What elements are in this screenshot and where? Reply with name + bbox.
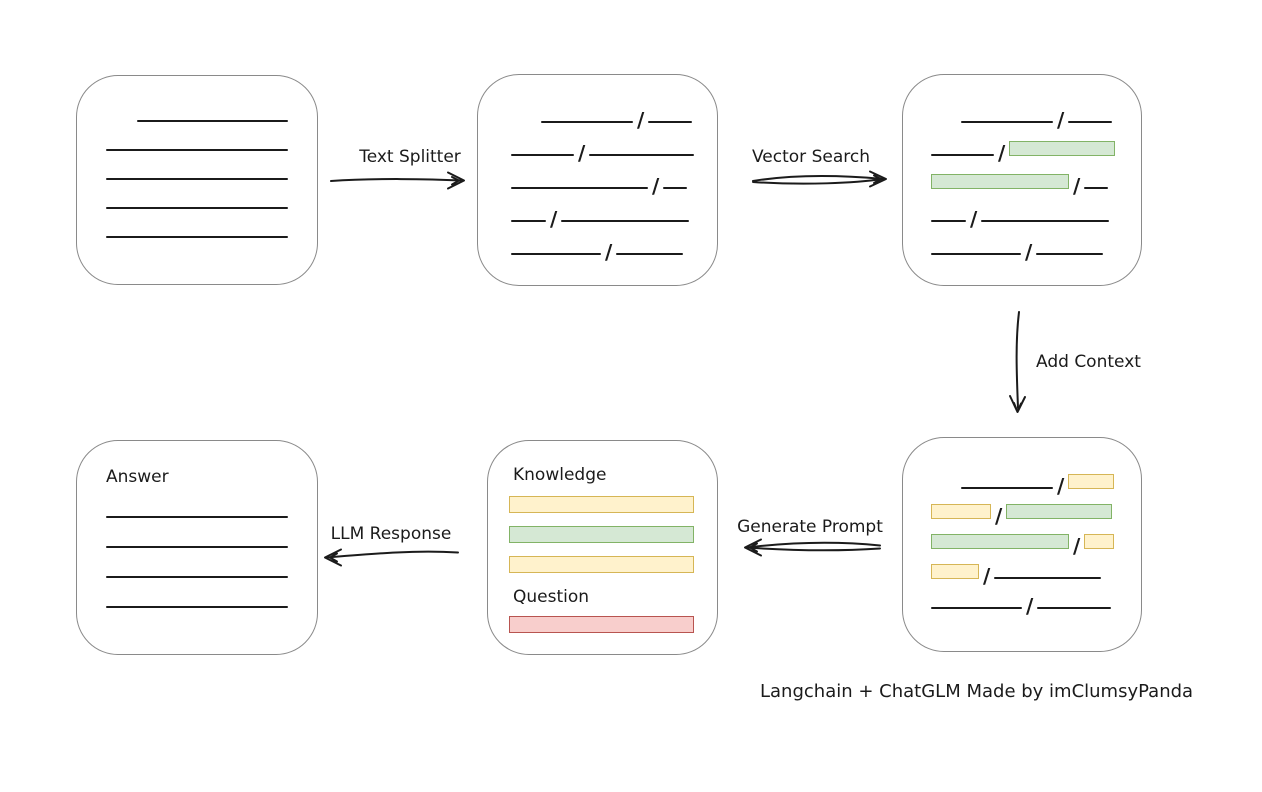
chunk-separator-slash: /: [1057, 108, 1065, 132]
chunk-separator-slash: /: [550, 207, 558, 231]
text-chunk-line: [616, 253, 684, 255]
chunk-separator-slash: /: [605, 240, 613, 264]
answer-lines: [77, 441, 317, 608]
add-context-arrow: [1015, 311, 1020, 409]
chunk-separator-slash: /: [1073, 174, 1081, 198]
chunk-highlight-yellow: [931, 504, 991, 519]
chunk-highlight-green: [931, 174, 1069, 189]
chunk-separator-slash: /: [1057, 474, 1065, 498]
prompt-source-box: / / / / /: [902, 437, 1142, 652]
text-chunk-line: [931, 607, 1022, 609]
vector-search-label: Vector Search: [752, 147, 870, 167]
text-chunk-line: [1068, 121, 1113, 123]
chunk-separator-slash: /: [637, 108, 645, 132]
text-chunk-line: [541, 121, 633, 123]
text-line: [106, 178, 288, 180]
chunk-highlight-yellow: [931, 564, 979, 579]
text-splitter-label: Text Splitter: [359, 147, 461, 167]
green-bar: [509, 526, 694, 543]
yellow-bar: [509, 556, 694, 573]
chunk-highlight-green: [1006, 504, 1113, 519]
chunk-separator-slash: /: [995, 504, 1003, 528]
add-context-label: Add Context: [1036, 352, 1141, 372]
text-line: [106, 236, 288, 238]
vector-search-arrowhead-icon: [869, 170, 887, 188]
text-chunk-line: [663, 187, 688, 189]
credit-caption: Langchain + ChatGLM Made by imClumsyPand…: [760, 681, 1194, 702]
yellow-bar: [509, 496, 694, 513]
chunk-separator-slash: /: [983, 564, 991, 588]
knowledge-bars: [509, 496, 694, 573]
chunk-separator-slash: /: [1026, 594, 1034, 618]
text-line: [106, 576, 288, 578]
text-chunk-line: [511, 154, 574, 156]
text-chunk-line: [648, 121, 693, 123]
text-chunk-line: [589, 154, 695, 156]
text-chunk-line: [1084, 187, 1109, 189]
chunk-highlight-green: [1009, 141, 1116, 156]
text-chunk-line: [961, 121, 1053, 123]
generate-prompt-label: Generate Prompt: [737, 517, 883, 537]
chunk-highlight-yellow: [1068, 474, 1115, 489]
answer-label: Answer: [106, 467, 169, 487]
llm-response-arrow: [326, 550, 459, 559]
text-chunk-line: [931, 154, 994, 156]
text-chunk-line: [511, 187, 648, 189]
prompt-box: Knowledge Question: [487, 440, 718, 655]
chunk-separator-slash: /: [970, 207, 978, 231]
knowledge-label: Knowledge: [513, 465, 607, 485]
chunk-separator-slash: /: [1025, 240, 1033, 264]
chunk-separator-slash: /: [998, 141, 1006, 165]
vector-result-box: / / / / /: [902, 74, 1142, 286]
prompt-source-rows: / / / / /: [903, 438, 1141, 616]
add-context-arrowhead-icon: [1009, 395, 1026, 413]
text-chunk-line: [1036, 253, 1104, 255]
text-splitter-arrowhead-icon: [447, 171, 465, 190]
generate-prompt-arrow: [746, 541, 881, 552]
text-line: [106, 207, 288, 209]
text-chunk-line: [561, 220, 690, 222]
text-chunk-line: [1037, 607, 1112, 609]
llm-response-arrowhead-icon: [324, 548, 342, 567]
document-box: [76, 75, 318, 285]
chunk-highlight-green: [931, 534, 1069, 549]
vector-result-rows: / / / / /: [903, 75, 1141, 262]
document-lines: [77, 76, 317, 238]
chunk-separator-slash: /: [652, 174, 660, 198]
text-splitter-arrow: [330, 178, 462, 182]
llm-response-label: LLM Response: [330, 524, 452, 544]
question-label: Question: [513, 587, 590, 607]
text-line: [137, 120, 288, 122]
chunk-separator-slash: /: [1073, 534, 1081, 558]
text-chunk-line: [511, 220, 546, 222]
text-line: [106, 516, 288, 518]
text-line: [106, 149, 288, 151]
chunk-highlight-yellow: [1084, 534, 1115, 549]
text-chunk-line: [994, 577, 1102, 579]
text-chunk-line: [931, 220, 966, 222]
answer-box: Answer: [76, 440, 318, 655]
text-chunk-line: [981, 220, 1110, 222]
text-line: [106, 546, 288, 548]
chunk-separator-slash: /: [578, 141, 586, 165]
red-bar: [509, 616, 694, 633]
text-chunk-line: [511, 253, 601, 255]
question-bars: [509, 616, 694, 633]
text-line: [106, 606, 288, 608]
text-chunk-line: [931, 253, 1021, 255]
text-chunk-line: [961, 487, 1053, 489]
split-text-box: / / / / /: [477, 74, 718, 286]
generate-prompt-arrowhead-icon: [744, 538, 762, 557]
split-text-rows: / / / / /: [478, 75, 717, 262]
vector-search-arrow: [752, 175, 884, 185]
